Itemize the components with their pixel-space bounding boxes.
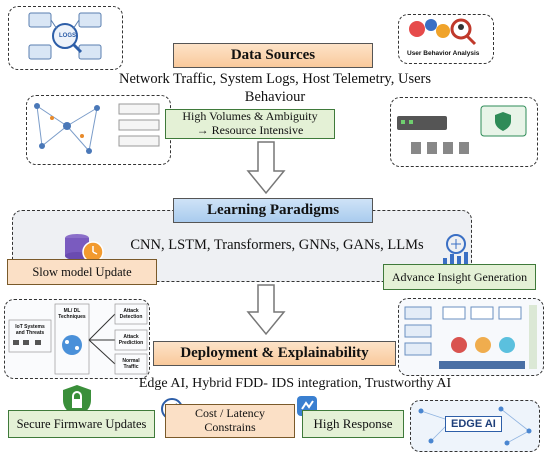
- ambiguity-box: High Volumes & Ambiguity → Resource Inte…: [165, 109, 335, 139]
- edge-ai-label: EDGE AI: [445, 416, 502, 432]
- response-box: High Response: [302, 410, 404, 438]
- ml-flow-frame: IoT Systems and Threats ML/ DL Technique…: [4, 299, 150, 379]
- data-sources-title: Data Sources: [173, 43, 373, 68]
- firmware-box: Secure Firmware Updates: [8, 410, 155, 438]
- deployment-integration: Edge AI, Hybrid FDD- IDS integration, Tr…: [138, 376, 452, 391]
- devices-illustration: [397, 105, 527, 154]
- uba-label: User Behavior Analysis: [407, 50, 480, 57]
- flow-normal-label: Normal Traffic: [122, 358, 140, 370]
- database-clock-icon: [63, 232, 105, 269]
- cost-latency-box: Cost / Latency Constrains: [165, 404, 295, 438]
- ambiguity-line2: → Resource Intensive: [196, 123, 304, 137]
- insight-box: Advance Insight Generation: [383, 264, 536, 290]
- architecture-frame: [398, 298, 544, 376]
- cost-line2: Constrains: [204, 420, 256, 434]
- logs-label: LOGS: [59, 33, 77, 39]
- flow-iot-label: IoT Systems and Threats: [15, 324, 45, 336]
- data-sources-subtitle-line1: Network Traffic, System Logs, Host Telem…: [118, 71, 432, 87]
- data-sources-subtitle-line2: Behaviour: [244, 89, 306, 105]
- edge-ai-frame: EDGE AI: [410, 400, 540, 452]
- learning-models: CNN, LSTM, Transformers, GNNs, GANs, LLM…: [130, 237, 424, 253]
- shield-lock-icon: [62, 384, 92, 423]
- flow-ml-label: ML/ DL Techniques: [58, 308, 86, 320]
- ml-flow-diagram: [8, 303, 148, 375]
- network-illustration-frame: [26, 95, 171, 165]
- cost-line1: Cost / Latency: [195, 406, 265, 421]
- down-arrow-1: [246, 141, 286, 195]
- architecture-illustration: [404, 305, 537, 369]
- devices-illustration-frame: [390, 97, 538, 167]
- learning-title: Learning Paradigms: [173, 198, 373, 223]
- slow-update-box: Slow model Update: [7, 259, 157, 285]
- flow-attack-prediction-label: Attack Prediction: [118, 334, 144, 346]
- logs-illustration: [28, 12, 102, 60]
- logs-illustration-frame: LOGS: [8, 6, 123, 70]
- brain-chart-icon: [437, 234, 475, 273]
- network-illustration: [34, 103, 160, 154]
- ambiguity-line1: High Volumes & Ambiguity: [182, 109, 318, 124]
- flow-attack-detection-label: Attack Detection: [119, 308, 143, 320]
- uba-illustration: [409, 18, 477, 46]
- down-arrow-2: [246, 284, 286, 336]
- uba-illustration-frame: User Behavior Analysis: [398, 14, 494, 64]
- deployment-title: Deployment & Explainability: [153, 341, 396, 366]
